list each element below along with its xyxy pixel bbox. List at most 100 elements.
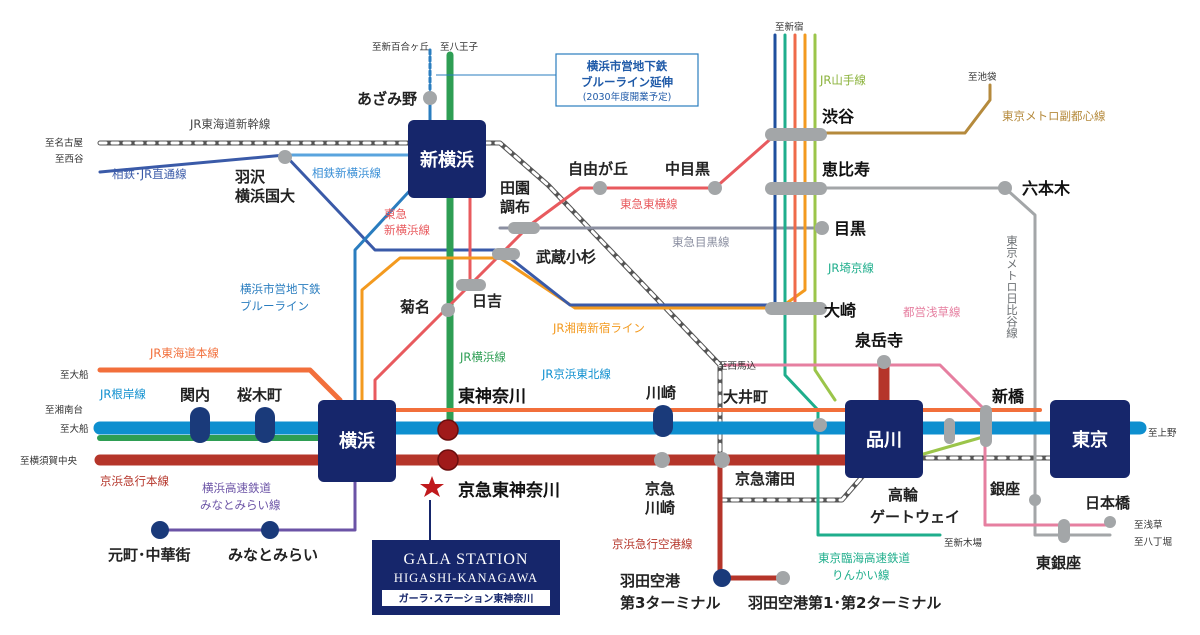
label-blueline-ext-3: (2030年度開業予定) [583, 91, 672, 103]
line-labels: 横浜市営地下鉄 ブルーライン延伸 (2030年度開業予定) JR東海道新幹線 相… [99, 53, 1106, 582]
station-minatomirai: みなとみらい [228, 546, 318, 564]
station-hazawa-1: 羽沢 [235, 168, 266, 186]
marker-hiyoshi [456, 279, 486, 291]
dir-ueno: 至上野 [1148, 428, 1177, 439]
label-blueline-2: ブルーライン [240, 299, 309, 313]
line-jr-tokaido-main [97, 367, 343, 403]
label-keihin-tohoku: JR京浜東北線 [541, 367, 611, 381]
dir-shinkiba: 至新木場 [944, 537, 983, 549]
marker-roppongi [998, 181, 1012, 195]
marker-nakameguro [708, 181, 722, 195]
marker-ginza [1029, 494, 1041, 506]
line-jr-yamanote [813, 33, 837, 402]
station-sakuragicho: 桜木町 [237, 386, 282, 404]
hub-yokohama[interactable]: 横浜 [318, 400, 396, 482]
label-keikyu-main: 京浜急行本線 [100, 474, 169, 488]
gala-jp: ガーラ･ステーション東神奈川 [399, 592, 534, 605]
marker-haneda3 [713, 569, 731, 587]
label-blueline-ext-1: 横浜市営地下鉄 [587, 59, 668, 73]
marker-keikyu-higashikanagawa [437, 449, 459, 471]
station-azamino: あざみ野 [357, 90, 417, 108]
marker-sakuragicho [255, 407, 275, 443]
direction-labels: 至新百合ヶ丘 至八王子 至新宿 至池袋 至名古屋 至西谷 至大船 至湘南台 至大… [20, 21, 1177, 549]
line-blueline [353, 183, 417, 412]
label-hibiya: 東京メトロ日比谷線 [1005, 235, 1019, 339]
label-shonan-shinjuku: JR湘南新宿ライン [552, 321, 645, 335]
line-hibiya [773, 186, 1112, 537]
dir-yokosuka: 至横須賀中央 [20, 455, 78, 467]
label-negishi: JR根岸線 [99, 387, 146, 401]
station-higashiginza: 東銀座 [1036, 554, 1081, 572]
marker-nihonbashi [1104, 516, 1116, 528]
station-musashikosugi: 武蔵小杉 [536, 248, 596, 266]
label-tokaido-main: JR東海道本線 [149, 346, 219, 360]
label-blueline-ext-2: ブルーライン延伸 [581, 75, 673, 89]
label-rinkai-2: りんかい線 [832, 568, 890, 582]
label-minatomirai-2: みなとみらい線 [200, 498, 281, 512]
station-labels: あざみ野 羽沢 横浜国大 田園 調布 自由が丘 中目黒 渋谷 恵比寿 目黒 六本… [108, 90, 1131, 612]
marker-kannai [190, 407, 210, 443]
hub-label: 新横浜 [420, 149, 474, 171]
hub-label: 東京 [1072, 429, 1108, 451]
station-ebisu: 恵比寿 [822, 160, 870, 179]
label-tokyu-sy-2: 新横浜線 [384, 223, 430, 237]
label-fukutoshin: 東京メトロ副都心線 [1002, 109, 1106, 123]
label-tokyu-toyoko: 東急東横線 [620, 197, 678, 211]
station-hazawa-2: 横浜国大 [235, 187, 295, 205]
label-saikyo: JR埼京線 [827, 261, 874, 275]
marker-meguro [815, 221, 829, 235]
dir-shinjuku: 至新宿 [775, 21, 804, 33]
hub-tokyo[interactable]: 東京 [1050, 400, 1130, 478]
dir-ofuna-1: 至大船 [60, 369, 89, 381]
line-sotetsu-osaki [498, 248, 802, 307]
line-fukutoshin [788, 83, 992, 135]
marker-keikyu-kamata [714, 452, 730, 468]
dir-nishiya: 至西谷 [55, 154, 84, 165]
station-motomachi: 元町･中華街 [108, 546, 191, 564]
station-nihonbashi: 日本橋 [1085, 494, 1131, 512]
blueline-extension-box [555, 53, 699, 107]
station-keikyu-kawasaki-2: 川崎 [644, 499, 675, 517]
station-haneda3-1: 羽田空港 [620, 572, 681, 590]
station-higashikanagawa: 東神奈川 [458, 386, 526, 407]
dir-shinyurigaoka: 至新百合ヶ丘 [372, 41, 430, 53]
marker-keikyu-kawasaki [654, 452, 670, 468]
dir-hachioji: 至八王子 [440, 42, 479, 53]
label-sotetsu-jr: 相鉄･JR直通線 [112, 167, 187, 181]
line-tokyu-toyoko [373, 133, 777, 402]
marker-sengakuji [877, 355, 891, 369]
gala-title: GALA STATION [404, 551, 529, 568]
station-meguro: 目黒 [834, 219, 866, 238]
station-osaki: 大崎 [824, 301, 856, 320]
dir-shonandai: 至湘南台 [45, 404, 83, 416]
label-rinkai-1: 東京臨海高速鉄道 [818, 551, 910, 565]
marker-motomachi [151, 521, 169, 539]
marker-denen [508, 222, 540, 234]
station-keikyu-higashikanagawa: 京急東神奈川 [458, 480, 560, 501]
dir-asakusa: 至浅草 [1134, 519, 1163, 531]
marker-higashiginza [1058, 519, 1070, 543]
gala-subtitle: HIGASHI-KANAGAWA [394, 571, 538, 585]
label-tokaido-shinkansen: JR東海道新幹線 [189, 117, 271, 131]
marker-ebisu [765, 182, 827, 195]
label-tokyu-sy-1: 東急 [384, 207, 407, 221]
station-keikyu-kawasaki-1: 京急 [645, 480, 675, 498]
hub-label: 横浜 [339, 430, 375, 452]
station-shinbashi: 新橋 [992, 387, 1025, 406]
label-sotetsu-shinyokohama: 相鉄新横浜線 [312, 166, 381, 180]
marker-haneda12 [776, 571, 790, 585]
station-oimachi: 大井町 [723, 388, 768, 406]
station-kawasaki: 川崎 [645, 384, 676, 402]
marker-kawasaki [653, 405, 673, 437]
dir-ofuna-2: 至大船 [60, 423, 89, 435]
station-hiyoshi: 日吉 [472, 292, 502, 310]
station-takanawa-1: 高輪 [888, 486, 919, 504]
hub-shinyokohama[interactable]: 新横浜 [408, 120, 486, 198]
line-jr-yamanote-east [918, 433, 992, 457]
marker-minatomirai [261, 521, 279, 539]
hub-shinagawa[interactable]: 品川 [845, 400, 923, 478]
marker-azamino [423, 91, 437, 105]
gala-station-callout[interactable]: GALA STATION HIGASHI-KANAGAWA ガーラ･ステーション… [372, 500, 560, 615]
marker-osaki [765, 302, 827, 315]
